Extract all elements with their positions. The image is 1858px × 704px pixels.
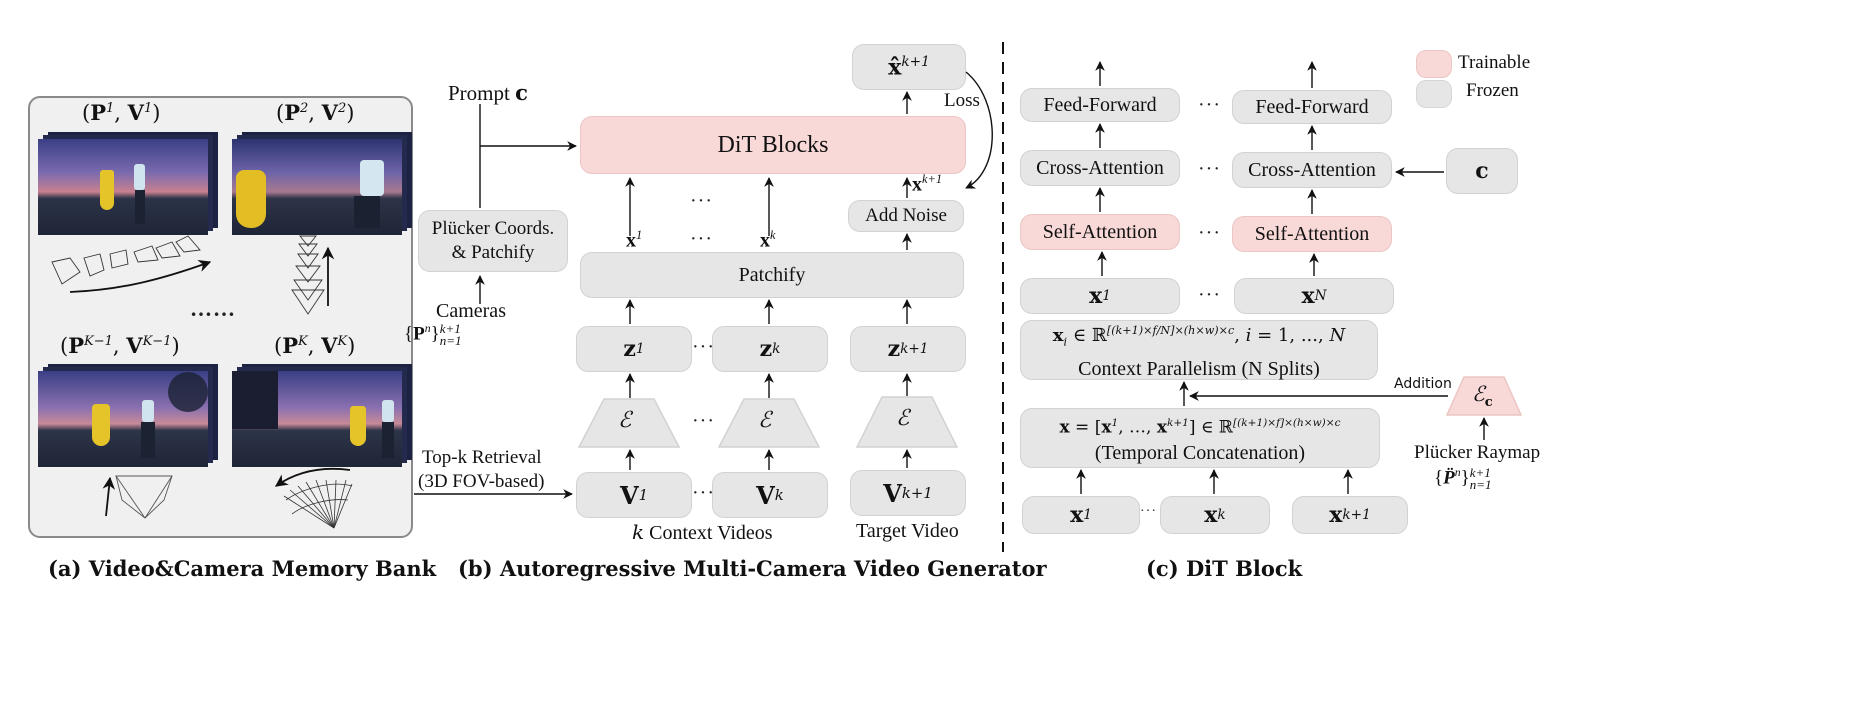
dit-blocks-box: DiT Blocks <box>580 116 966 174</box>
context-videos-label: k Context Videos <box>632 520 773 544</box>
loss-label: Loss <box>944 90 980 111</box>
ellipsis-inputs: ··· <box>1140 504 1157 519</box>
encoder-k: ℰ <box>717 398 821 448</box>
pair-label-k: (PK, VK) <box>274 333 356 358</box>
ellipsis-sa: ··· <box>1198 222 1221 244</box>
ellipsis-ca: ··· <box>1198 158 1221 180</box>
prompt-label: Prompt c <box>448 80 528 105</box>
ellipsis-v: ··· <box>692 482 715 504</box>
x-hat-box: x̂k+1 <box>852 44 966 90</box>
temporal-concat-box: x = [x1, …, xk+1] ∈ ℝ[(k+1)×f]×(h×w)×c (… <box>1020 408 1380 468</box>
camera-encoder: ℰc <box>1445 376 1523 416</box>
ellipsis-splits: ··· <box>1198 284 1221 306</box>
condition-c-box: c <box>1446 148 1518 194</box>
x-1-token: x1 <box>626 228 643 252</box>
video-thumbnail-1 <box>38 132 218 235</box>
x-k-plus-1-noisy: xk+1 <box>912 172 943 196</box>
memory-ellipsis: …… <box>190 296 236 321</box>
target-video-label: Target Video <box>856 520 959 542</box>
ellipsis-encoder: ··· <box>692 410 715 432</box>
feed-forward-box-1: Feed-Forward <box>1020 88 1180 122</box>
cameras-label: Cameras <box>436 300 506 322</box>
pair-label-1: (P1, V1) <box>82 100 161 125</box>
context-parallelism-box: xi ∈ ℝ[(k+1)×f/N]×(h×w)×c, i = 1, ..., N… <box>1020 320 1378 380</box>
pair-label-2: (P2, V2) <box>276 100 355 125</box>
cross-attention-box-1: Cross-Attention <box>1020 150 1180 186</box>
video-thumbnail-k-minus-1 <box>38 364 218 467</box>
x-k-token: xk <box>760 228 776 252</box>
retrieval-label: Top-k Retrieval (3D FOV-based) <box>418 447 545 492</box>
caption-b: (b) Autoregressive Multi-Camera Video Ge… <box>458 556 1047 581</box>
video-thumbnail-k <box>232 364 412 467</box>
legend-frozen-swatch <box>1416 80 1452 108</box>
legend-trainable-swatch <box>1416 50 1452 78</box>
patchify-box: Patchify <box>580 252 964 298</box>
video-thumbnail-2 <box>232 132 412 235</box>
ellipsis-z: ··· <box>692 336 715 358</box>
ellipsis-x-lower: ··· <box>690 228 713 250</box>
plucker-patchify-box: Plücker Coords. & Patchify <box>418 210 568 272</box>
addition-label: Addition <box>1394 376 1452 392</box>
self-attention-box-1: Self-Attention <box>1020 214 1180 250</box>
encoder-1: ℰ <box>577 398 681 448</box>
ellipsis-x-upper: ··· <box>690 190 713 212</box>
cross-attention-box-n: Cross-Attention <box>1232 152 1392 188</box>
legend-trainable-label: Trainable <box>1458 52 1531 73</box>
ellipsis-ff: ··· <box>1198 94 1221 116</box>
raymap-label: Plücker Raymap <box>1414 442 1541 463</box>
caption-a: (a) Video&Camera Memory Bank <box>48 556 437 581</box>
self-attention-box-n: Self-Attention <box>1232 216 1392 252</box>
legend-frozen-label: Frozen <box>1466 80 1519 101</box>
pair-label-k-minus-1: (PK−1, VK−1) <box>60 333 180 358</box>
encoder-k-plus-1: ℰ <box>855 396 959 448</box>
add-noise-box: Add Noise <box>848 200 964 232</box>
feed-forward-box-n: Feed-Forward <box>1232 90 1392 124</box>
caption-c: (c) DiT Block <box>1146 556 1303 581</box>
